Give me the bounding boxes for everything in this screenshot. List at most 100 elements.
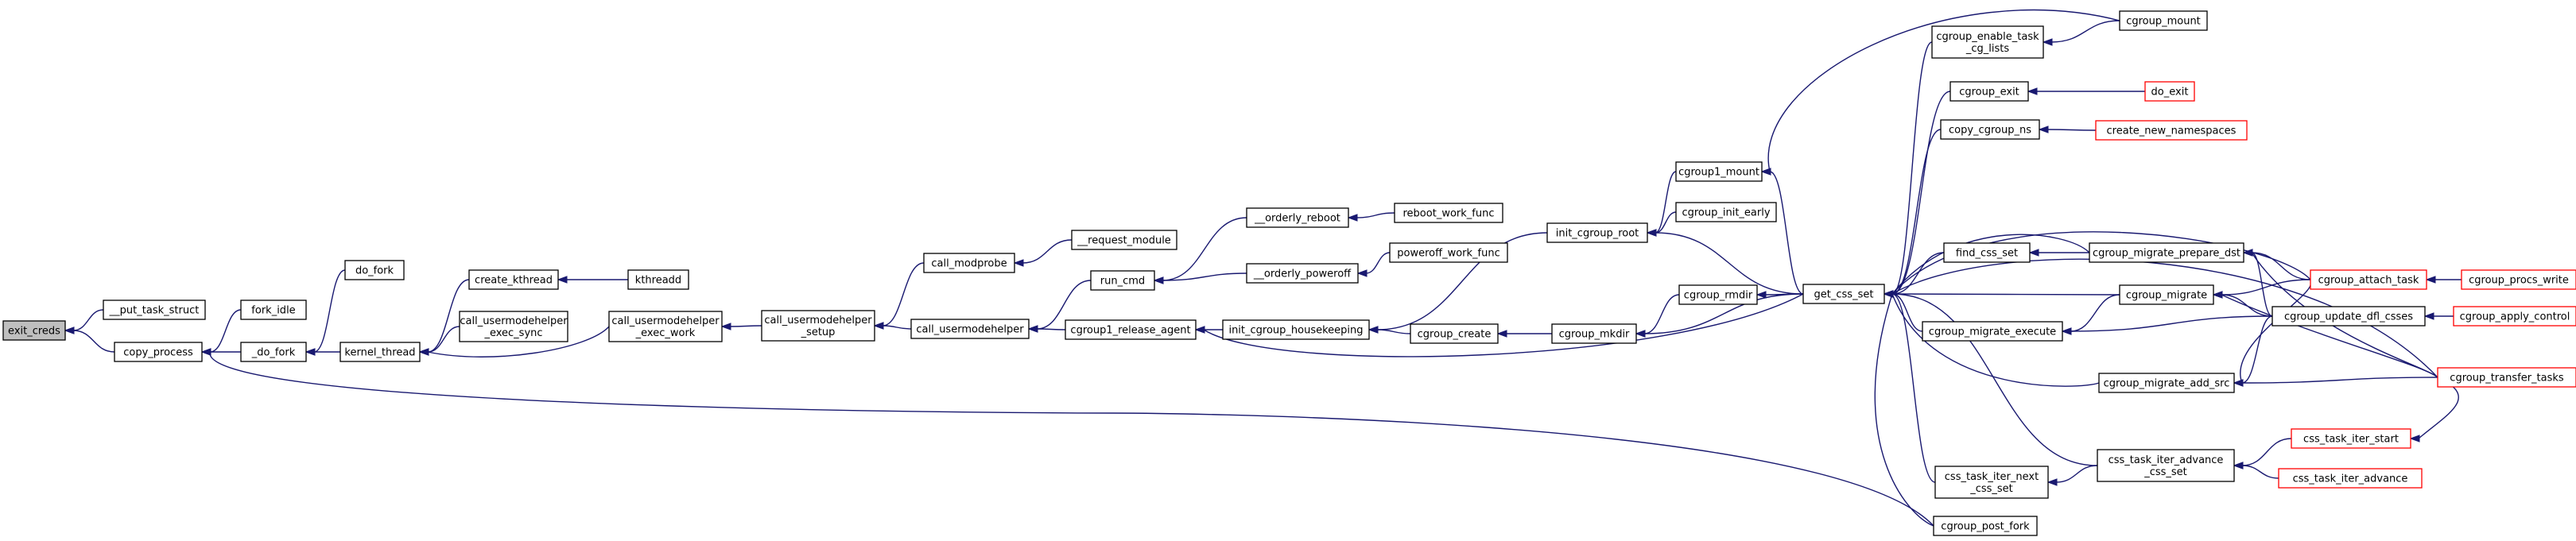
node-label: cgroup_attach_task [2318,275,2419,287]
node-cgroup-enable-task-cg-lists[interactable]: cgroup_enable_task_cg_lists [1931,25,2044,59]
edge-css_task_iter_advance-to-css_task_iter_advance_css_set [2233,462,2279,479]
node-reboot-work-func[interactable]: reboot_work_func [1394,203,1503,223]
edge-path [2055,465,2098,483]
node-copy-process[interactable]: copy_process [114,342,203,362]
edge-path [1769,171,1804,295]
arrowhead [2423,312,2434,320]
node-kthreadd[interactable]: kthreadd [627,269,689,290]
node-run-cmd[interactable]: run_cmd [1090,270,1155,291]
node-box [2278,468,2423,489]
node-label: run_cmd [1100,276,1145,288]
node-poweroff-work-func[interactable]: poweroff_work_func [1389,242,1508,263]
node-box [2144,81,2195,102]
node-cgroup-exit[interactable]: cgroup_exit [1949,81,2029,102]
edge-path [2241,315,2273,384]
node-label: __request_module [1077,235,1171,247]
node-box [2097,449,2235,482]
edge-path [2241,438,2292,466]
edge-poweroff_work_func-to-orderly_poweroff [1356,252,1391,277]
node-kernel-thread[interactable]: kernel_thread [339,342,421,362]
node-cgroup-migrate[interactable]: cgroup_migrate [2119,284,2214,305]
node-cgroup-update-dfl-csses[interactable]: cgroup_update_dfl_csses [2271,306,2426,327]
node-label: call_usermodehelper [764,315,872,327]
node-box [1933,516,2038,536]
node-do-exit[interactable]: do_exit [2144,81,2195,102]
node-css-task-iter-advance[interactable]: css_task_iter_advance [2278,468,2423,489]
node-cgroup-mount[interactable]: cgroup_mount [2119,10,2208,31]
node-label: cgroup_update_dfl_csses [2284,311,2413,323]
edge-path [2050,20,2120,43]
edge-path [882,325,912,330]
node-box [1943,242,2031,263]
node-box [1090,270,1155,291]
node-box [1934,466,2049,499]
node-label: cgroup_rmdir [1684,290,1753,302]
node-cgroup-migrate-add-src[interactable]: cgroup_migrate_add_src [2098,373,2235,393]
edge-orderly_poweroff-to-run_cmd [1153,272,1247,284]
node-cgroup-transfer-tasks[interactable]: cgroup_transfer_tasks [2437,367,2576,388]
edge-path [72,309,104,331]
node-cgroup-create[interactable]: cgroup_create [1410,323,1499,344]
node-create-new-namespaces[interactable]: create_new_namespaces [2095,120,2248,141]
node-do-fork[interactable]: do_fork [344,260,405,280]
arrowhead [1356,269,1368,277]
edge-kernel_thread-to-do_fork_u [305,348,340,356]
node-cgroup-procs-write[interactable]: cgroup_procs_write [2461,269,2576,290]
node-label: copy_cgroup_ns [1949,125,2031,137]
edge-path [1891,231,2311,295]
node-cgroup-init-early[interactable]: cgroup_init_early [1675,202,1777,222]
node-box [923,253,1015,273]
node-css-task-iter-advance-css-set[interactable]: css_task_iter_advance_css_set [2097,449,2235,482]
node-get-css-set[interactable]: get_css_set [1802,284,1885,304]
node-fork-idle[interactable]: fork_idle [240,299,307,320]
node-init-cgroup-housekeeping[interactable]: init_cgroup_housekeeping [1222,319,1370,340]
edge-cgroup_migrate-to-get_css_set [1883,290,2120,298]
arrowhead [1646,229,1657,237]
node-find-css-set[interactable]: find_css_set [1943,242,2031,263]
node-cuh-exec-sync[interactable]: call_usermodehelper_exec_sync [459,311,568,342]
node-cgroup-apply-control[interactable]: cgroup_apply_control [2453,306,2576,327]
node-cgroup1-mount[interactable]: cgroup1_mount [1675,161,1763,182]
node-init-cgroup-root[interactable]: init_cgroup_root [1546,222,1648,243]
node-cgroup-migrate-prepare-dst[interactable]: cgroup_migrate_prepare_dst [2089,242,2244,263]
node-call-usermodehelper[interactable]: call_usermodehelper [910,319,1030,339]
node-put-task-struct[interactable]: __put_task_struct [103,299,206,320]
edge-fork_idle-to-copy_process [200,309,242,356]
node-cgroup-migrate-execute[interactable]: cgroup_migrate_execute [1922,321,2063,342]
node-css-task-iter-next-css-set[interactable]: css_task_iter_next_css_set [1934,466,2049,499]
edge-path [1643,294,1680,334]
edge-cgroup_mkdir-to-cgroup_create [1496,330,1553,338]
edge-path [1203,293,1804,357]
node-label: exit_creds [8,326,60,338]
node-cgroup-mkdir[interactable]: cgroup_mkdir [1551,323,1637,344]
node-cuh-setup[interactable]: call_usermodehelper_setup [761,310,875,342]
edge-path [209,309,242,353]
node-create-kthread[interactable]: create_kthread [468,269,559,290]
node-cgroup-post-fork[interactable]: cgroup_post_fork [1933,516,2038,536]
node-call-modprobe[interactable]: call_modprobe [923,253,1015,273]
node-css-task-iter-start[interactable]: css_task_iter_start [2291,428,2411,449]
node-cgroup-attach-task[interactable]: cgroup_attach_task [2310,269,2427,290]
node-box [1931,25,2044,59]
node-copy-cgroup-ns[interactable]: copy_cgroup_ns [1940,119,2040,140]
arrowhead [1368,326,1379,334]
edge-path [1022,239,1073,264]
node-cuh-exec-work[interactable]: call_usermodehelper_exec_work [608,311,723,342]
edge-path [2241,377,2438,384]
node-orderly-poweroff[interactable]: __orderly_poweroff [1246,263,1359,284]
node-request-module[interactable]: __request_module [1071,230,1177,250]
node-box [1949,81,2029,102]
node-do-fork-u[interactable]: _do_fork [240,342,307,362]
edge-path [1891,234,2090,295]
node-label: do_fork [355,265,394,277]
node-cgroup1-release-agent[interactable]: cgroup1_release_agent [1065,319,1197,340]
arrowhead [2038,126,2049,133]
node-cgroup-rmdir[interactable]: cgroup_rmdir [1678,284,1758,305]
node-orderly-reboot[interactable]: __orderly_reboot [1246,207,1349,228]
node-exit-creds[interactable]: exit_creds [2,320,66,341]
node-box [2271,306,2426,327]
node-label: poweroff_work_func [1397,248,1499,260]
edge-css_task_iter_advance_css_set-to-css_task_iter_next_css_set [2046,465,2098,486]
node-layer: exit_creds __put_task_struct copy_process f… [2,10,2576,536]
node-label: _css_set [2143,466,2187,478]
